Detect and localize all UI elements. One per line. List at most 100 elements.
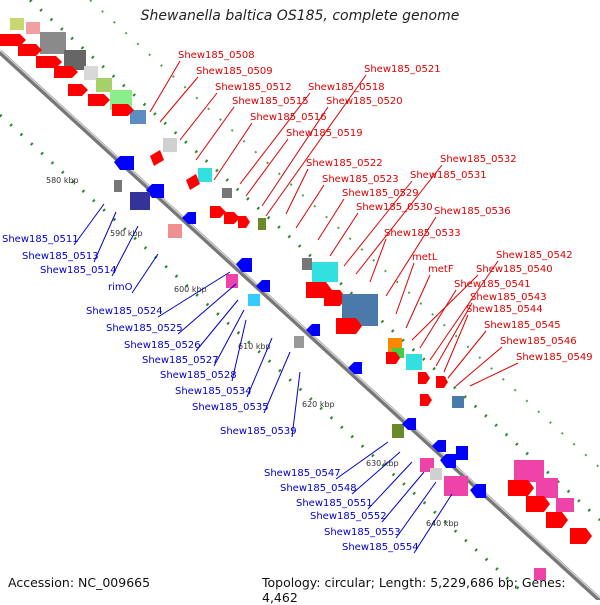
- gene-leader-line: [405, 274, 431, 329]
- gene-label[interactable]: Shew185_0535: [192, 402, 269, 413]
- gene-label[interactable]: Shew185_0512: [215, 82, 292, 93]
- gene-label[interactable]: Shew185_0536: [434, 206, 511, 217]
- gene-block: [26, 22, 40, 34]
- gene-leader-line: [329, 212, 359, 257]
- forward-gene-arrow: [150, 150, 164, 166]
- forward-gene-arrow: [88, 94, 110, 106]
- gene-label[interactable]: metL: [412, 252, 438, 263]
- gene-leader-line: [395, 481, 437, 539]
- gene-label[interactable]: Shew185_0533: [384, 228, 461, 239]
- gene-leader-line: [231, 319, 247, 382]
- gene-label[interactable]: Shew185_0518: [308, 82, 385, 93]
- reverse-gene-arrow: [236, 258, 252, 272]
- accession-label: Accession: NC_009665: [8, 575, 151, 590]
- gene-leader-line: [177, 283, 237, 335]
- gene-block: [248, 294, 260, 306]
- gene-leader-line: [381, 471, 425, 523]
- gene-block: [222, 188, 232, 198]
- gene-label[interactable]: Shew185_0524: [86, 306, 163, 317]
- gene-label[interactable]: Shew185_0530: [356, 202, 433, 213]
- gene-label[interactable]: Shew185_0539: [220, 426, 297, 437]
- forward-genes-bottom: [508, 460, 592, 544]
- gene-label[interactable]: Shew185_0544: [466, 304, 543, 315]
- gene-leader-line: [285, 168, 309, 215]
- gene-label[interactable]: Shew185_0532: [440, 154, 517, 165]
- gene-label[interactable]: Shew185_0551: [296, 498, 373, 509]
- map-title: Shewanella baltica OS185, complete genom…: [140, 8, 460, 24]
- gene-label[interactable]: Shew185_0511: [2, 234, 79, 245]
- gene-label[interactable]: Shew185_0546: [500, 336, 577, 347]
- forward-gene-arrow: [526, 496, 550, 512]
- reverse-gene-arrow: [146, 184, 164, 198]
- gene-block: [534, 568, 546, 580]
- gene-label[interactable]: Shew185_0523: [322, 174, 399, 185]
- gene-block: [302, 258, 312, 270]
- gene-label[interactable]: Shew185_0525: [106, 323, 183, 334]
- scale-tick-label: 600 kbp: [174, 285, 207, 294]
- reverse-gene-arrow: [182, 212, 196, 224]
- gene-label[interactable]: Shew185_0520: [326, 96, 403, 107]
- scale-ticks: 580 kbp 590 kbp 600 kbp 610 kbp 620 kbp …: [46, 176, 459, 528]
- gene-label[interactable]: Shew185_0547: [264, 468, 341, 479]
- gene-label[interactable]: Shew185_0542: [496, 250, 573, 261]
- forward-gene-arrow: [418, 372, 430, 384]
- gene-block: [258, 218, 266, 230]
- reverse-gene-arrow: [256, 280, 270, 292]
- gene-leader-line: [435, 302, 473, 367]
- gene-label[interactable]: Shew185_0514: [40, 265, 117, 276]
- gene-block: [84, 66, 98, 80]
- gene-label[interactable]: Shew185_0521: [364, 64, 441, 75]
- gene-label[interactable]: Shew185_0552: [310, 511, 387, 522]
- gene-leader-line: [385, 216, 437, 297]
- gene-leader-line: [343, 180, 413, 267]
- gene-label[interactable]: Shew185_0554: [342, 542, 419, 553]
- forward-gene-arrow: [68, 84, 88, 96]
- gene-label[interactable]: Shew185_0543: [470, 292, 547, 303]
- scale-tick-label: 580 kbp: [46, 176, 79, 185]
- reverse-gene-arrow: [348, 362, 362, 374]
- gene-leader-line: [195, 299, 239, 352]
- gene-leader-line: [429, 260, 499, 361]
- gene-label[interactable]: Shew185_0526: [124, 340, 201, 351]
- gene-leader-line: [443, 314, 469, 373]
- gene-label[interactable]: Shew185_0527: [142, 355, 219, 366]
- forward-gene-arrow: [224, 212, 240, 224]
- gene-label[interactable]: Shew185_0541: [454, 279, 531, 290]
- gene-leader-line: [317, 198, 345, 241]
- gene-label[interactable]: Shew185_0545: [484, 320, 561, 331]
- gene-label[interactable]: Shew185_0553: [324, 527, 401, 538]
- gene-label[interactable]: Shew185_0508: [178, 50, 255, 61]
- gene-leader-line: [263, 351, 291, 414]
- gene-block: [226, 274, 238, 288]
- gene-leader-line: [369, 238, 387, 283]
- gene-leader-line: [413, 493, 453, 554]
- gene-label[interactable]: Shew185_0548: [280, 483, 357, 494]
- reverse-gene-arrow: [402, 418, 416, 430]
- gene-leader-line: [367, 461, 413, 510]
- gene-label[interactable]: Shew185_0509: [196, 66, 273, 77]
- gene-leader-line: [295, 184, 325, 229]
- gene-leader-line: [245, 138, 289, 197]
- gene-label[interactable]: Shew185_0534: [175, 386, 252, 397]
- forward-gene-arrow: [238, 216, 250, 228]
- gene-label[interactable]: Shew185_0513: [22, 251, 99, 262]
- gene-leader-line: [351, 451, 401, 495]
- gene-label[interactable]: Shew185_0516: [250, 112, 327, 123]
- gene-label[interactable]: Shew185_0522: [306, 158, 383, 169]
- gene-label[interactable]: Shew185_0549: [516, 352, 593, 363]
- scale-tick-label: 610 kbp: [238, 342, 271, 351]
- gene-block: [96, 78, 112, 92]
- gene-label[interactable]: Shew185_0515: [232, 96, 309, 107]
- gene-block: [392, 348, 404, 358]
- gene-block: [163, 138, 177, 152]
- gene-label[interactable]: Shew185_0529: [342, 188, 419, 199]
- gene-label[interactable]: Shew185_0540: [476, 264, 553, 275]
- gene-label[interactable]: rimO: [108, 282, 133, 293]
- gene-label[interactable]: metF: [428, 264, 454, 275]
- gene-block: [456, 446, 468, 460]
- gene-label[interactable]: Shew185_0531: [410, 170, 487, 181]
- gene-label[interactable]: Shew185_0528: [160, 370, 237, 381]
- gene-block: [130, 192, 150, 210]
- gene-leader-line: [149, 60, 181, 113]
